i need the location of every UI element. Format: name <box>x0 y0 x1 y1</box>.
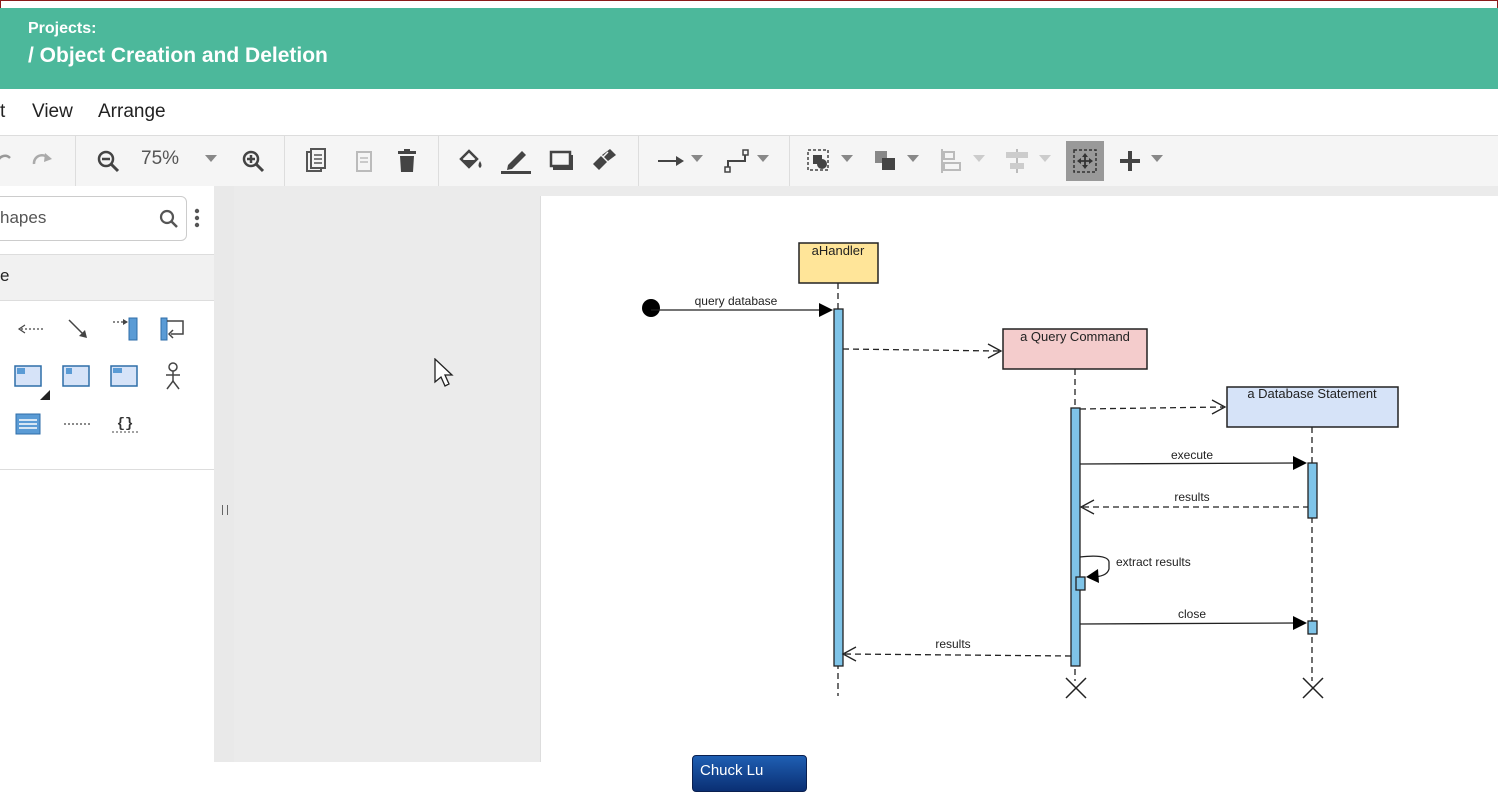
curly-bracket-shape-icon[interactable]: {} <box>110 409 140 439</box>
return-message-shape-icon[interactable] <box>15 314 45 344</box>
activation-query-command[interactable] <box>1070 407 1081 667</box>
shapes-divider <box>0 469 214 470</box>
toolbar-separator <box>789 136 790 187</box>
line-color-icon[interactable] <box>500 146 532 176</box>
lifeline-database-statement[interactable] <box>1226 386 1399 428</box>
shape-section-header[interactable] <box>0 254 214 301</box>
shadow-icon[interactable] <box>549 146 575 176</box>
copy-icon[interactable] <box>304 146 328 176</box>
message-results-handler[interactable] <box>844 653 1072 657</box>
select-shapes-icon[interactable] <box>806 146 832 176</box>
frame-shape-icon[interactable] <box>13 361 43 391</box>
align-icon[interactable] <box>938 146 964 176</box>
message-extract-results[interactable] <box>1079 555 1110 578</box>
zoom-dropdown-icon[interactable] <box>205 155 217 162</box>
toolbar-separator <box>438 136 439 187</box>
zoom-in-icon[interactable] <box>240 146 266 176</box>
dashed-line-shape-icon[interactable] <box>62 409 92 439</box>
sidebar-splitter[interactable] <box>214 186 234 762</box>
toolbar-separator <box>638 136 639 187</box>
more-options-icon[interactable] <box>194 208 200 233</box>
mouse-pointer-icon <box>434 357 454 393</box>
edit-geometry-icon[interactable] <box>1066 141 1104 181</box>
self-call-shape-icon[interactable] <box>158 314 188 344</box>
activation-extract[interactable] <box>1075 576 1086 591</box>
found-message-start-dot[interactable] <box>642 299 660 317</box>
message-execute[interactable] <box>1079 462 1297 465</box>
message-close-label: close <box>1178 607 1206 621</box>
app-header: Projects: / Object Creation and Deletion <box>0 8 1498 89</box>
user-name: Chuck Lu <box>700 762 764 779</box>
create-query-command-arrow[interactable] <box>842 348 1000 352</box>
format-brush-icon[interactable] <box>589 146 617 176</box>
alt-fragment-shape-icon[interactable] <box>109 361 139 391</box>
toolbar-separator <box>284 136 285 187</box>
menu-arrange[interactable]: Arrange <box>98 101 166 122</box>
arrange-dropdown-icon[interactable] <box>907 155 919 162</box>
message-query-database-label: query database <box>695 294 778 308</box>
actor-shape-icon[interactable] <box>158 361 188 391</box>
search-icon[interactable] <box>159 209 179 234</box>
distribute-dropdown-icon[interactable] <box>1039 155 1051 162</box>
align-dropdown-icon[interactable] <box>973 155 985 162</box>
add-dropdown-icon[interactable] <box>1151 155 1163 162</box>
shape-section-label: e <box>0 266 10 285</box>
fill-color-icon[interactable] <box>457 146 485 176</box>
message-results-handler-label: results <box>935 637 970 651</box>
to-front-icon[interactable] <box>873 146 899 176</box>
found-message-shape-icon[interactable] <box>110 314 140 344</box>
activation-database-close[interactable] <box>1307 620 1318 635</box>
waypoints-icon[interactable] <box>723 146 751 176</box>
lifeline-query-command-label: a Query Command <box>1020 329 1130 344</box>
expand-corner-icon[interactable] <box>40 390 50 400</box>
splitter-handle-icon[interactable] <box>222 505 228 515</box>
zoom-level[interactable]: 75% <box>141 148 180 169</box>
connection-arrow-icon[interactable] <box>657 146 685 176</box>
destroy-database-statement-icon <box>1302 677 1324 699</box>
search-shapes-input[interactable] <box>0 196 187 241</box>
combined-fragment-shape-icon[interactable] <box>61 361 91 391</box>
activation-database-execute[interactable] <box>1307 462 1318 519</box>
zoom-out-icon[interactable] <box>95 146 121 176</box>
activation-ahandler[interactable] <box>833 308 844 667</box>
paste-icon[interactable] <box>352 146 376 176</box>
distribute-icon[interactable] <box>1003 146 1031 176</box>
toolbar <box>0 135 1498 188</box>
trash-icon[interactable] <box>395 146 419 176</box>
menu-bar: t View Arrange <box>0 89 1498 135</box>
menu-edit[interactable]: t <box>0 101 6 122</box>
create-database-statement-arrow[interactable] <box>1079 406 1224 410</box>
waypoints-dropdown-icon[interactable] <box>757 155 769 162</box>
message-extract-results-label: extract results <box>1116 555 1191 569</box>
select-dropdown-icon[interactable] <box>841 155 853 162</box>
redo-icon[interactable] <box>30 146 56 176</box>
message-results-db-label: results <box>1174 490 1209 504</box>
lifeline-query-command[interactable] <box>1002 328 1148 370</box>
note-shape-icon[interactable] <box>13 409 43 439</box>
undo-icon[interactable] <box>0 146 16 176</box>
message-arrow-shape-icon[interactable] <box>63 314 93 344</box>
destroy-query-command-icon <box>1065 677 1087 699</box>
svg-text:{}: {} <box>117 416 134 432</box>
add-icon[interactable] <box>1118 146 1142 176</box>
lifeline-database-statement-label: a Database Statement <box>1247 386 1377 401</box>
lifeline-ahandler[interactable] <box>798 242 879 284</box>
message-execute-label: execute <box>1171 448 1213 462</box>
shapes-sidebar: hapes e {} <box>0 186 214 762</box>
message-close[interactable] <box>1079 622 1297 625</box>
diagram-page[interactable]: aHandler a Query Command a Database Stat… <box>540 196 1498 762</box>
menu-view[interactable]: View <box>32 101 73 122</box>
user-badge[interactable]: Chuck Lu <box>692 755 807 792</box>
lifeline-ahandler-label: aHandler <box>812 243 865 258</box>
projects-label[interactable]: Projects: <box>28 20 97 37</box>
page-title: / Object Creation and Deletion <box>28 44 328 67</box>
connection-dropdown-icon[interactable] <box>691 155 703 162</box>
search-placeholder: hapes <box>0 208 47 227</box>
toolbar-separator <box>75 136 76 187</box>
